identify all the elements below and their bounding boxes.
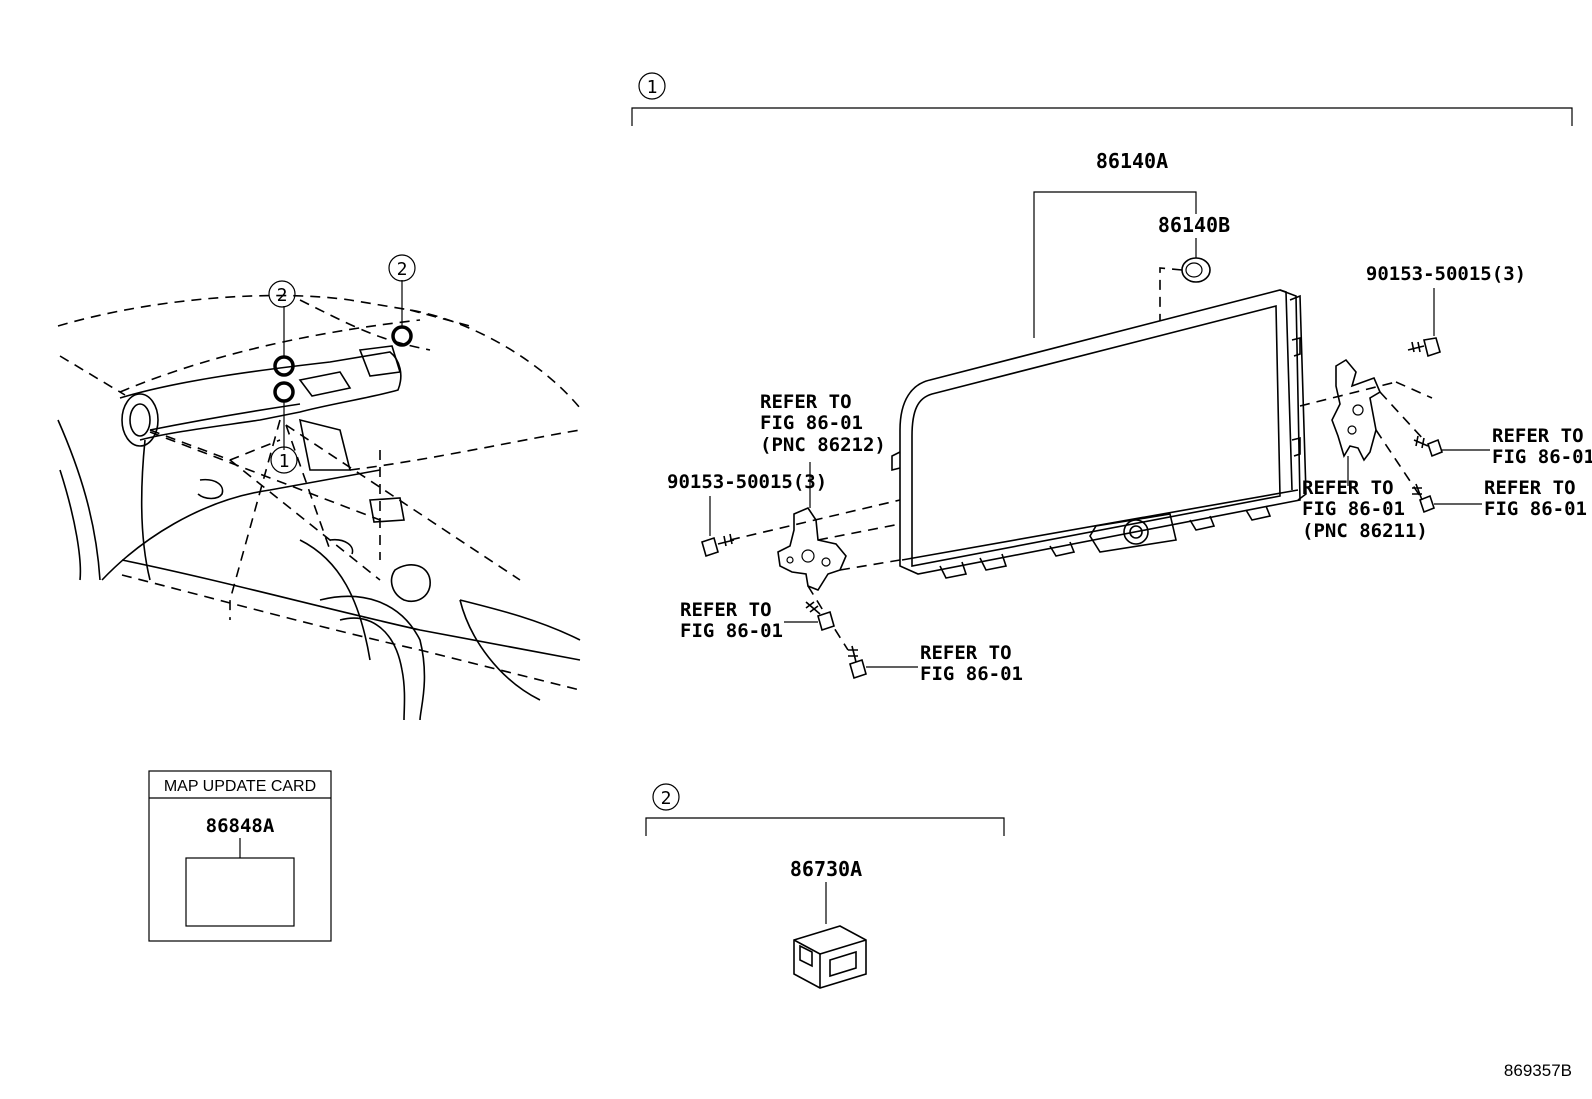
refer-right-middle-line1: REFER TO [1492,425,1584,447]
section-1-header: 1 [631,72,1573,126]
refer-right-lower-line1: REFER TO [1484,477,1576,499]
callout-number: 1 [279,451,290,472]
refer-bracket-left-line2: FIG 86-01 [760,412,863,434]
screw-left-middle [805,601,835,632]
map-card-part-number: 86848A [206,815,275,837]
pnc-right: (PNC 86211) [1302,520,1428,542]
refer-left-lower-line1: REFER TO [920,642,1012,664]
label-86140B: 86140B [1158,213,1230,237]
label-screw-right: 90153-50015(3) [1366,263,1526,285]
vehicle-interior-view [57,280,581,721]
refer-left-lower-line2: FIG 86-01 [920,663,1023,685]
map-update-card-box: MAP UPDATE CARD 86848A [148,770,332,942]
screw-right-top [1407,337,1441,358]
callout-number: 2 [661,788,672,809]
section-2-header: 2 [645,783,1005,836]
screw-left-lower [848,645,867,680]
refer-right-lower-line2: FIG 86-01 [1484,498,1587,520]
display-unit [891,289,1307,579]
screw-right-middle [1413,435,1443,458]
bracket-right [1299,358,1433,497]
socket-86730A [793,925,867,989]
refer-bracket-right-line1: REFER TO [1302,477,1394,499]
screw-left-top [701,533,735,558]
callout-1-car: 1 [270,446,298,474]
refer-right-middle-line2: FIG 86-01 [1492,446,1592,468]
refer-left-middle-line2: FIG 86-01 [680,620,783,642]
callout-2-upper-right: 2 [388,254,416,282]
refer-bracket-left-line1: REFER TO [760,391,852,413]
pnc-left: (PNC 86212) [760,434,886,456]
map-card-shape [185,857,295,927]
figure-number: 869357B [1504,1061,1572,1080]
label-86140A: 86140A [1096,149,1168,173]
refer-left-middle-line1: REFER TO [680,599,772,621]
callout-2-upper-left: 2 [268,280,296,308]
bracket-left [729,499,901,651]
callout-number: 2 [277,285,288,306]
callout-number: 1 [647,77,658,98]
label-86730A: 86730A [790,857,862,881]
label-screw-left: 90153-50015(3) [667,471,827,493]
leader-86140A [1033,191,1197,338]
refer-bracket-right-line2: FIG 86-01 [1302,498,1405,520]
screw-right-lower [1412,483,1435,514]
map-update-card-title: MAP UPDATE CARD [164,778,316,795]
callout-number: 2 [397,259,408,280]
